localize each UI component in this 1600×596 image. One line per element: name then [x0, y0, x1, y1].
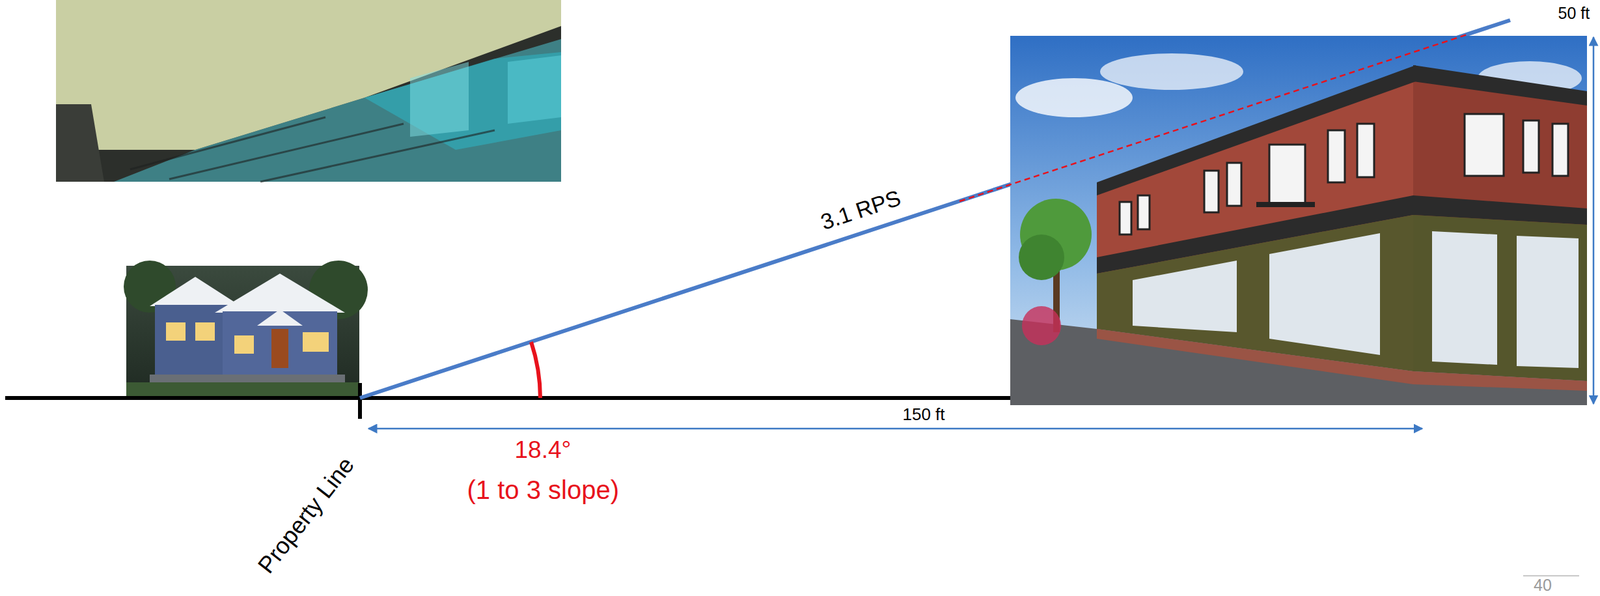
model-render [55, 0, 562, 182]
ground-line [5, 395, 1016, 400]
height-label: 50 ft [1558, 3, 1591, 23]
page-number: 40 [1533, 575, 1552, 595]
angle-label: 18.4° [514, 436, 572, 465]
slope-label: 3.1 RPS [817, 184, 905, 235]
dashed-slope [959, 33, 1470, 202]
house-photo [123, 260, 368, 396]
height-dimension [1592, 37, 1595, 404]
distance-label: 150 ft [902, 404, 946, 425]
angle-arc [531, 341, 541, 398]
slope-ratio: (1 to 3 slope) [467, 474, 620, 505]
property-tick [358, 382, 362, 419]
property-label: Property Line [252, 451, 360, 578]
building-render [1010, 35, 1587, 405]
dimension-line [368, 427, 1423, 430]
